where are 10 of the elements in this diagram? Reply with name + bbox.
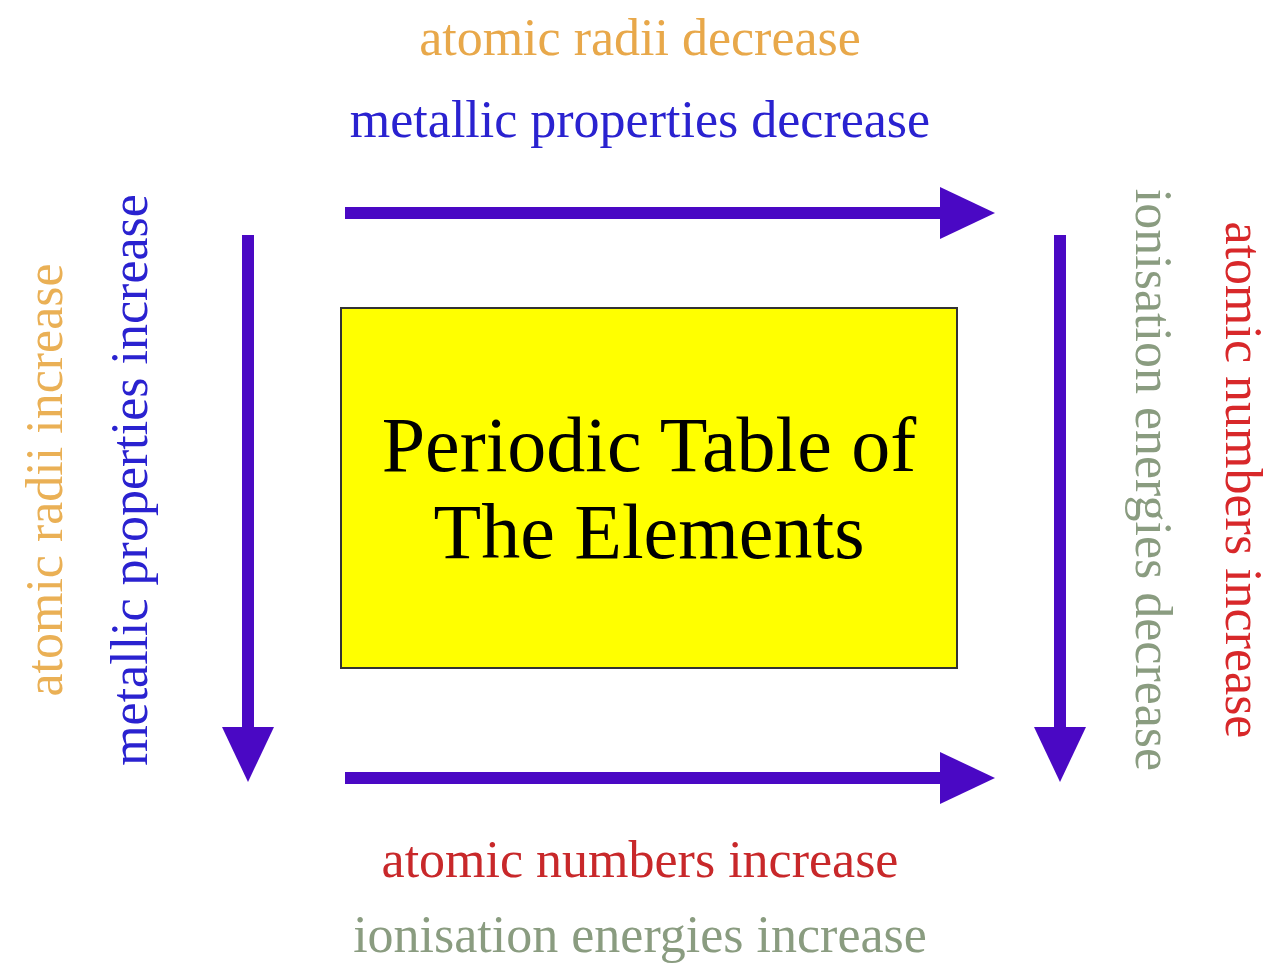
title-box [340, 307, 958, 669]
trend-label: metallic properties decrease [349, 94, 931, 146]
trend-label: ionisation energies decrease [1127, 188, 1179, 772]
trend-label: atomic numbers increase [1217, 221, 1269, 739]
trend-label: atomic numbers increase [381, 834, 899, 886]
trend-label: ionisation energies increase [353, 909, 927, 961]
trend-label: atomic radii decrease [419, 12, 861, 64]
trend-label: metallic properties increase [104, 194, 156, 766]
title-text: Periodic Table of The Elements [380, 400, 918, 576]
trend-label: atomic radii increase [19, 263, 71, 697]
